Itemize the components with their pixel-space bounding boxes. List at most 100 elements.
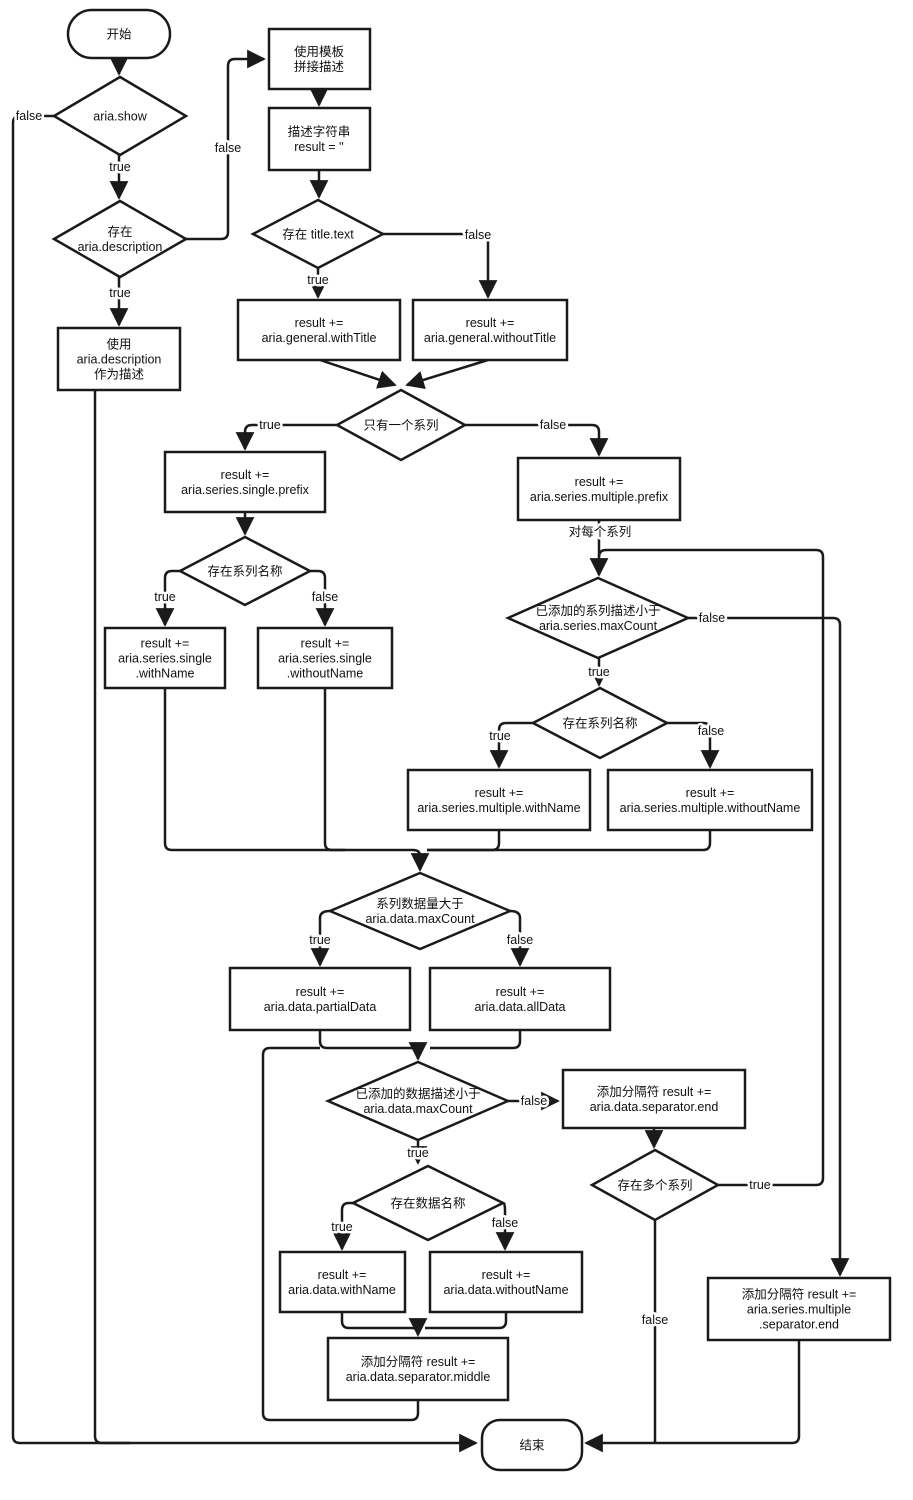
process-use-template (267, 27, 372, 91)
process-init-result-label: 描述字符串 (288, 124, 351, 139)
edge-hasdesc-false-to-template (186, 49, 266, 241)
edge-hastitle-false-to-withouttitle (382, 232, 498, 299)
edge-label-data-name-false: false (492, 1216, 518, 1230)
decision-has-series-name-single (177, 535, 313, 607)
decision-multiple-series-exist-label: 存在多个系列 (617, 1179, 692, 1193)
edge-singlewithoutname-to-bus (323, 688, 345, 852)
edge-multiname-false (667, 721, 720, 769)
edge-multiseries-true-loop (597, 548, 825, 1187)
decision-aria-show-label: aria.show (93, 110, 147, 124)
process-without-title-label: result += (466, 316, 515, 330)
process-data-separator-end (561, 1068, 747, 1130)
process-multiple-with-name-label: aria.series.multiple.withName (417, 801, 580, 815)
decision-has-data-name (350, 1164, 506, 1242)
edge-usedesc-to-end (93, 390, 130, 1445)
process-data-separator-middle-label: aria.data.separator.middle (346, 1370, 491, 1384)
edge-label-data-max-false: false (521, 1094, 547, 1108)
edge-label-series-max-false: false (699, 611, 725, 625)
decision-has-description-label: aria.description (78, 240, 163, 254)
process-partial-data (228, 966, 412, 1032)
edge-seriessepend-to-end (584, 1340, 801, 1453)
process-multiple-without-name-label: result += (686, 786, 735, 800)
edge-singlename-false (310, 569, 335, 627)
process-data-without-name-label: result += (482, 1268, 531, 1282)
edge-datawithoutname-to-sepmiddle (425, 1312, 508, 1330)
process-data-with-name-label: aria.data.withName (288, 1283, 396, 1297)
decision-series-under-max-label: aria.series.maxCount (539, 619, 658, 633)
process-single-with-name (103, 626, 227, 690)
process-single-without-name-label: aria.series.single (278, 652, 372, 666)
edge-withtitle-to-oneseries (319, 358, 397, 389)
edge-label-series-name-false: false (698, 724, 724, 738)
process-multiple-prefix-label: result += (575, 475, 624, 489)
process-single-with-name-label: .withName (135, 667, 194, 681)
edge-oneseries-false-to-multiprefix (465, 423, 609, 457)
edge-label-data-size-false: false (507, 933, 533, 947)
start-label: 开始 (106, 28, 132, 42)
process-without-title (411, 298, 569, 362)
process-data-separator-middle-label: 添加分隔符 result += (361, 1354, 476, 1369)
process-use-template-label: 拼接描述 (294, 59, 345, 74)
decision-data-under-max-label: aria.data.maxCount (363, 1102, 473, 1116)
edge-label-series-name-true: true (489, 729, 511, 743)
process-single-prefix-label: aria.series.single.prefix (181, 483, 310, 497)
process-all-data-label: result += (496, 985, 545, 999)
process-series-separator-end-label: aria.series.multiple (747, 1303, 851, 1317)
decision-has-series-name-multi-label: 存在系列名称 (562, 716, 637, 731)
process-single-without-name-label: .withoutName (287, 667, 363, 681)
edge-sepmiddle-loop (261, 1046, 420, 1422)
process-data-separator-end-label: aria.data.separator.end (590, 1100, 719, 1114)
decision-has-title (250, 198, 386, 270)
decision-single-series-label: 只有一个系列 (363, 419, 438, 433)
edge-label-desc-true: true (109, 286, 131, 300)
process-data-without-name-label: aria.data.withoutName (443, 1283, 568, 1297)
process-partial-data-label: result += (296, 985, 345, 999)
process-single-prefix (163, 450, 327, 514)
process-use-description (56, 326, 182, 392)
process-all-data-label: aria.data.allData (474, 1000, 565, 1014)
decision-data-over-max-label: 系列数据量大于 (376, 896, 464, 911)
end-node (480, 1418, 584, 1472)
decision-series-under-max-label: 已添加的系列描述小于 (535, 603, 660, 618)
process-with-title-label: result += (295, 316, 344, 330)
edge-label-title-false: false (465, 228, 491, 242)
decision-has-description (51, 199, 189, 279)
edge-label-title-true: true (307, 273, 329, 287)
edge-label-show-true: true (109, 160, 131, 174)
process-without-title-label: aria.general.withoutTitle (424, 331, 556, 345)
process-multiple-prefix-label: aria.series.multiple.prefix (530, 490, 669, 504)
edge-singlewithname-to-bus (163, 688, 430, 872)
edge-show-false-to-end (11, 114, 478, 1453)
process-series-separator-end-label: .separator.end (759, 1318, 839, 1332)
end-label: 结束 (519, 1439, 545, 1453)
process-series-separator-end (706, 1276, 892, 1342)
decision-has-data-name-label: 存在数据名称 (390, 1196, 465, 1211)
edge-label-multi-series-true: true (749, 1178, 771, 1192)
process-partial-data-label: aria.data.partialData (264, 1000, 377, 1014)
edge-datawithname-to-sepmiddle (340, 1312, 428, 1337)
process-data-separator-end-label: 添加分隔符 result += (597, 1084, 712, 1099)
start-node (66, 8, 172, 60)
edge-dataname-true (332, 1201, 353, 1251)
process-use-description-label: 作为描述 (94, 368, 145, 382)
process-single-with-name-label: aria.series.single (118, 652, 212, 666)
process-series-separator-end-label: 添加分隔符 result += (742, 1287, 857, 1302)
process-data-with-name-label: result += (318, 1268, 367, 1282)
process-all-data (428, 966, 612, 1032)
edge-seriesmax-false-to-sepend (688, 616, 850, 1277)
process-with-title (236, 298, 402, 362)
edge-label-series-max-true: true (588, 665, 610, 679)
decision-has-series-name-single-label: 存在系列名称 (207, 564, 282, 579)
decision-data-over-max (326, 871, 514, 951)
decision-single-series (334, 388, 468, 462)
process-single-with-name-label: result += (141, 637, 190, 651)
edge-multiwithname-to-bus (427, 830, 501, 852)
edge-label-one-series-false: false (540, 418, 566, 432)
decision-data-under-max (324, 1060, 512, 1142)
edge-partial-to-datamax (318, 1030, 428, 1061)
edge-multiwithoutname-to-bus (427, 830, 712, 852)
edge-label-single-name-true: true (154, 590, 176, 604)
process-multiple-prefix (516, 456, 682, 522)
process-multiple-without-name (606, 768, 814, 832)
decision-series-under-max (504, 576, 692, 660)
